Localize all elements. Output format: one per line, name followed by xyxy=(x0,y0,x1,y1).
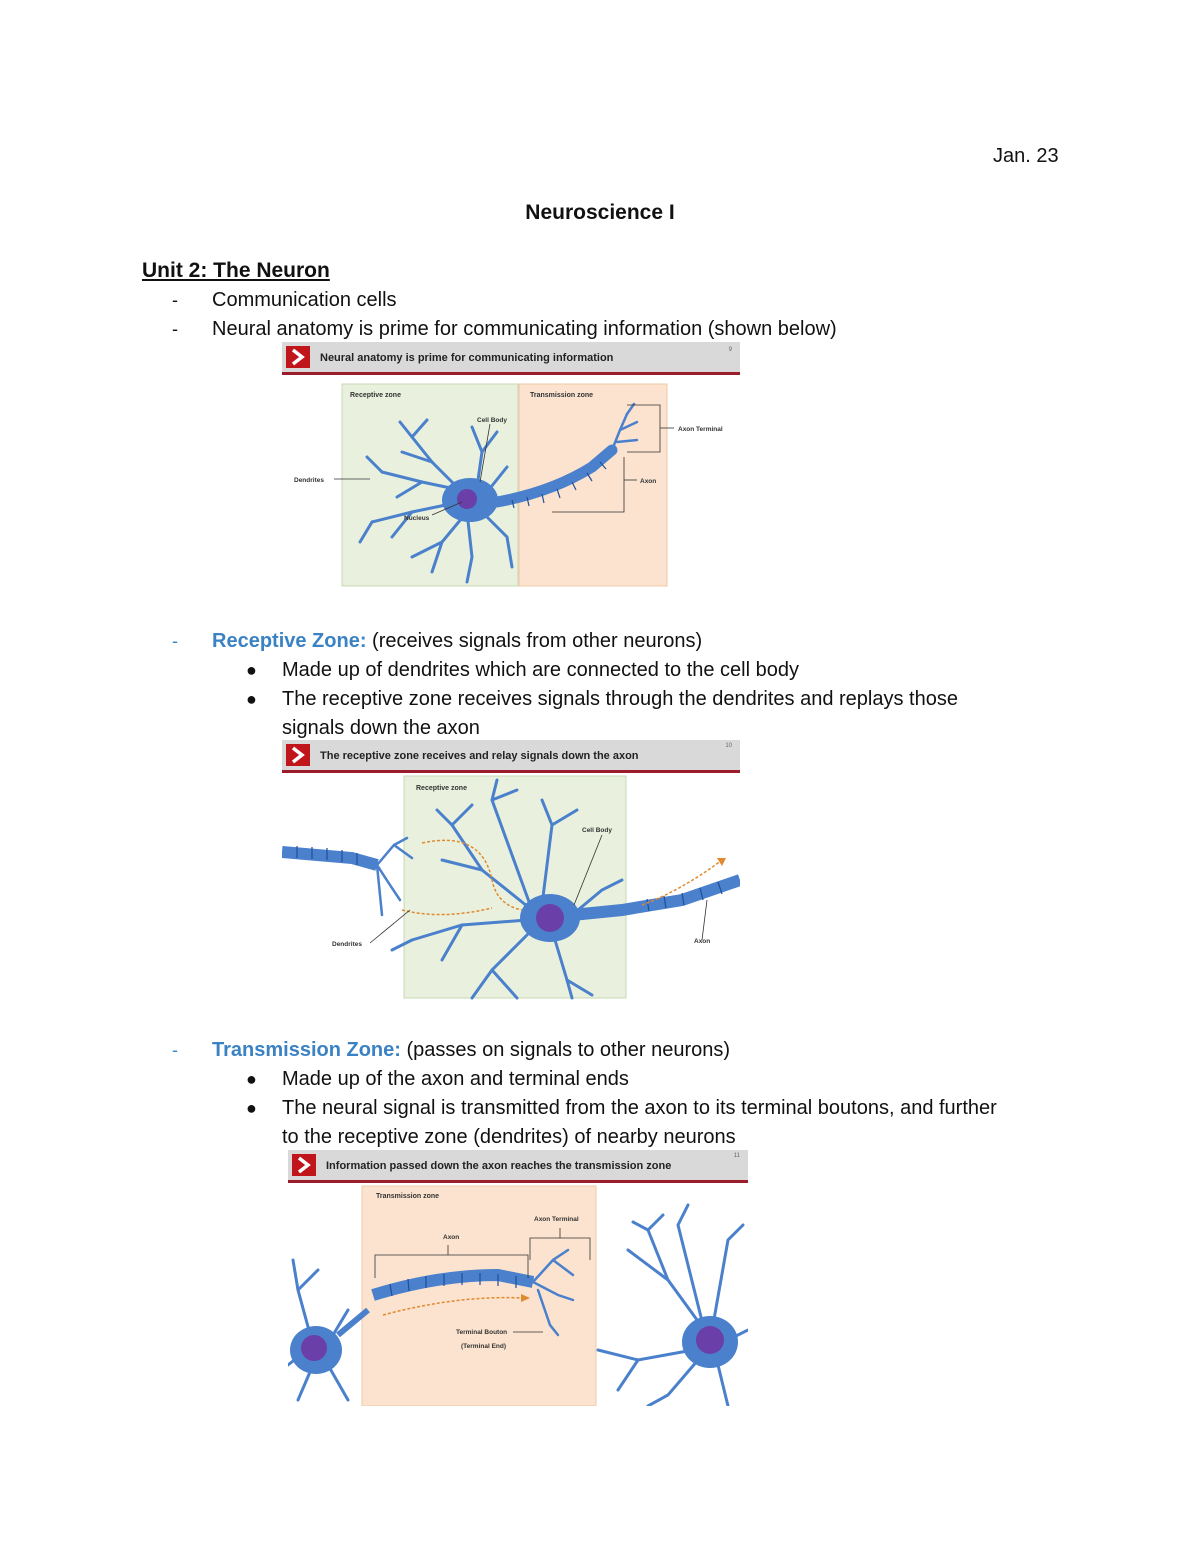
receptive-bullet-2-cont: signals down the axon xyxy=(282,717,480,739)
incoming-axon-shape xyxy=(282,836,414,917)
chevron-icon xyxy=(292,1154,316,1176)
receptive-bullet-2: The receptive zone receives signals thro… xyxy=(282,688,958,710)
slide-page-number: 9 xyxy=(729,347,733,353)
axon-label: Axon xyxy=(640,478,656,485)
transmission-zone-label: Transmission zone xyxy=(530,392,593,399)
transmission-bullet-1: Made up of the axon and terminal ends xyxy=(282,1068,629,1090)
transmission-bullet-2: The neural signal is transmitted from th… xyxy=(282,1097,997,1119)
arrow-head-icon xyxy=(717,858,726,866)
slide-banner-title: Information passed down the axon reaches… xyxy=(326,1160,671,1172)
receptive-zone-term: Receptive Zone: xyxy=(212,630,367,652)
receptive-zone-heading: Receptive Zone: (receives signals from o… xyxy=(212,627,702,655)
slide-banner xyxy=(282,342,740,372)
chevron-icon xyxy=(286,346,310,368)
slide-page-number: 10 xyxy=(725,743,732,749)
point-neural-anatomy: Neural anatomy is prime for communicatin… xyxy=(212,318,837,340)
nucleus-label: Nucleus xyxy=(404,515,430,522)
bullet-marker: ● xyxy=(246,1069,257,1089)
slide-receptive-zone: The receptive zone receives and relay si… xyxy=(282,740,740,1000)
date: Jan. 23 xyxy=(993,145,1059,167)
point-communication-cells: Communication cells xyxy=(212,289,397,311)
axon-label: Axon xyxy=(443,1234,459,1241)
dash-marker: - xyxy=(172,631,178,651)
axon-terminal-label: Axon Terminal xyxy=(678,426,723,433)
dendrites-shape xyxy=(390,778,624,1000)
axon-shape xyxy=(571,874,740,921)
slide-transmission-zone: Information passed down the axon reaches… xyxy=(288,1150,748,1406)
slide-banner xyxy=(288,1150,748,1180)
axon-shape xyxy=(371,1248,575,1337)
page-title: Neuroscience I xyxy=(525,201,675,224)
terminal-end-label: (Terminal End) xyxy=(461,1343,506,1350)
dendrites-label: Dendrites xyxy=(332,941,362,948)
bullet-marker: ● xyxy=(246,689,257,709)
right-neuron-dendrites xyxy=(596,1203,748,1406)
left-nucleus-shape xyxy=(301,1335,327,1361)
dash-marker: - xyxy=(172,1040,178,1060)
receptive-zone-label: Receptive zone xyxy=(416,785,467,792)
transmission-zone-desc: (passes on signals to other neurons) xyxy=(400,1039,731,1061)
dash-marker: - xyxy=(172,319,178,339)
cell-body-label: Cell Body xyxy=(582,827,612,834)
arrow-head-icon xyxy=(521,1294,530,1302)
transmission-bullet-2-cont: to the receptive zone (dendrites) of nea… xyxy=(282,1126,736,1148)
right-nucleus-shape xyxy=(696,1326,724,1354)
slide-page-number: 11 xyxy=(734,1153,741,1159)
unit-heading: Unit 2: The Neuron xyxy=(142,259,330,282)
signal-arrows xyxy=(401,839,723,916)
dendrites-label: Dendrites xyxy=(294,477,324,484)
dendrites-shape xyxy=(358,418,514,584)
slide-banner-title: The receptive zone receives and relay si… xyxy=(320,750,639,762)
signal-arrow xyxy=(382,1296,524,1316)
transmission-zone-term: Transmission Zone: xyxy=(212,1039,401,1061)
nucleus-shape xyxy=(536,904,564,932)
transmission-zone-box xyxy=(518,383,668,587)
bullet-marker: ● xyxy=(246,1098,257,1118)
slide-banner-title: Neural anatomy is prime for communicatin… xyxy=(320,352,614,364)
nucleus-shape xyxy=(457,489,477,509)
transmission-zone-label: Transmission zone xyxy=(376,1193,439,1200)
transmission-zone-box xyxy=(361,1185,597,1406)
slide-neural-anatomy: Neural anatomy is prime for communicatin… xyxy=(282,342,740,587)
dash-marker: - xyxy=(172,290,178,310)
axon-label: Axon xyxy=(694,938,710,945)
receptive-zone-label: Receptive zone xyxy=(350,392,401,399)
slide-banner xyxy=(282,740,740,770)
axon-shape xyxy=(491,402,639,509)
terminal-bouton-label: Terminal Bouton xyxy=(456,1329,507,1336)
receptive-bullet-1: Made up of dendrites which are connected… xyxy=(282,659,799,681)
transmission-zone-heading: Transmission Zone: (passes on signals to… xyxy=(212,1036,730,1064)
bullet-marker: ● xyxy=(246,660,257,680)
cell-body-label: Cell Body xyxy=(477,417,507,424)
chevron-icon xyxy=(286,744,310,766)
axon-terminal-label: Axon Terminal xyxy=(534,1216,579,1223)
receptive-zone-desc: (receives signals from other neurons) xyxy=(366,630,703,652)
